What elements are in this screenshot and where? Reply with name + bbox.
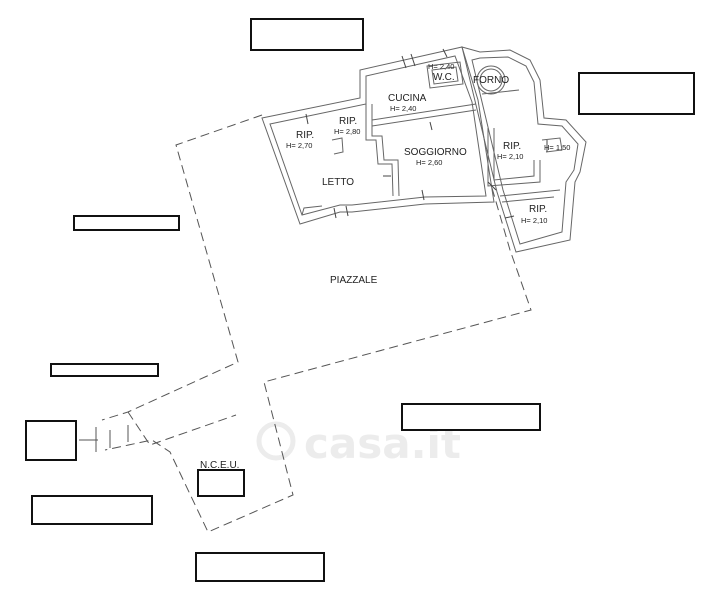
room-height-wc: H= 2,40	[428, 62, 454, 71]
room-height-soggiorno: H= 2,60	[416, 158, 442, 167]
forno-oven-outer	[476, 65, 506, 95]
opening-tick	[333, 207, 337, 219]
room-name-rip-2: RIP.	[339, 116, 357, 127]
redacted-label-box	[50, 363, 159, 377]
room-height-rip-4: H= 1,50	[544, 143, 570, 152]
area-label-nceu: N.C.E.U.	[200, 460, 239, 471]
room-name-wc: W.C.	[433, 72, 455, 83]
openings	[305, 48, 548, 219]
partition-rip5	[499, 189, 561, 197]
opening-tick	[442, 48, 448, 58]
redacted-label-box	[25, 420, 77, 461]
area-label-piazzale: PIAZZALE	[330, 275, 378, 286]
room-name-rip-5: RIP.	[529, 204, 547, 215]
opening-tick	[305, 113, 309, 125]
room-name-forno: FORNO	[473, 75, 509, 86]
partition-rip2-inner	[371, 104, 400, 197]
partition-cucina-soggiorno	[371, 103, 477, 121]
room-height-rip-2: H= 2,80	[334, 127, 360, 136]
partition-letto	[301, 205, 323, 216]
watermark-logo-icon	[256, 421, 296, 461]
boundary-line-west	[101, 114, 263, 421]
redaction-boxes	[25, 18, 695, 582]
wc-wall-inner	[431, 66, 459, 85]
room-name-soggiorno: SOGGIORNO	[404, 147, 467, 158]
opening-tick	[487, 181, 497, 191]
room-height-rip-3: H= 2,10	[497, 152, 523, 161]
forno-oven	[476, 65, 506, 95]
main-block-inner-wall	[269, 55, 487, 216]
boundary-line-inner	[127, 411, 237, 446]
opening-tick	[421, 189, 425, 201]
property-boundary	[79, 114, 532, 533]
partition-rip3-inner	[493, 128, 535, 181]
main-block-outer-wall	[261, 46, 495, 225]
room-height-cucina: H= 2,40	[390, 104, 416, 113]
partition-rip5-inner	[501, 196, 555, 203]
opening-tick	[410, 53, 416, 67]
room-name-rip-3: RIP.	[503, 141, 521, 152]
building-walls	[261, 46, 587, 253]
partition-rip2	[365, 104, 394, 197]
east-wing-outer-wall	[461, 46, 587, 253]
boundary-line-south	[104, 187, 532, 533]
room-name-rip-1: RIP.	[296, 130, 314, 141]
redacted-label-box	[31, 495, 153, 525]
opening-tick	[345, 205, 349, 217]
redacted-label-box	[401, 403, 541, 431]
partition-rip4	[541, 137, 563, 153]
partition-rip3	[487, 128, 541, 187]
east-wing-inner-wall	[471, 56, 579, 245]
room-name-cucina: CUCINA	[388, 93, 427, 104]
room-height-rip-5: H= 2,10	[521, 216, 547, 225]
opening-tick	[401, 55, 407, 69]
redacted-label-box	[578, 72, 695, 115]
partition-cucina-soggiorno-inner	[371, 109, 477, 127]
room-name-letto: LETTO	[322, 177, 354, 188]
partition-rip1-nook	[331, 137, 344, 155]
redacted-label-box	[195, 552, 325, 582]
room-labels: H= 2,40 W.C. CUCINA H= 2,40 FORNO RIP. H…	[286, 62, 570, 225]
opening-tick	[504, 215, 515, 219]
opening-tick	[429, 121, 433, 131]
redacted-label-box	[73, 215, 180, 231]
redacted-label-box	[197, 469, 245, 497]
wc-wall	[426, 61, 464, 89]
nceu-ticks	[109, 425, 129, 448]
redacted-label-box	[250, 18, 364, 51]
room-height-rip-1: H= 2,70	[286, 141, 312, 150]
forno-oven-inner	[479, 68, 503, 92]
